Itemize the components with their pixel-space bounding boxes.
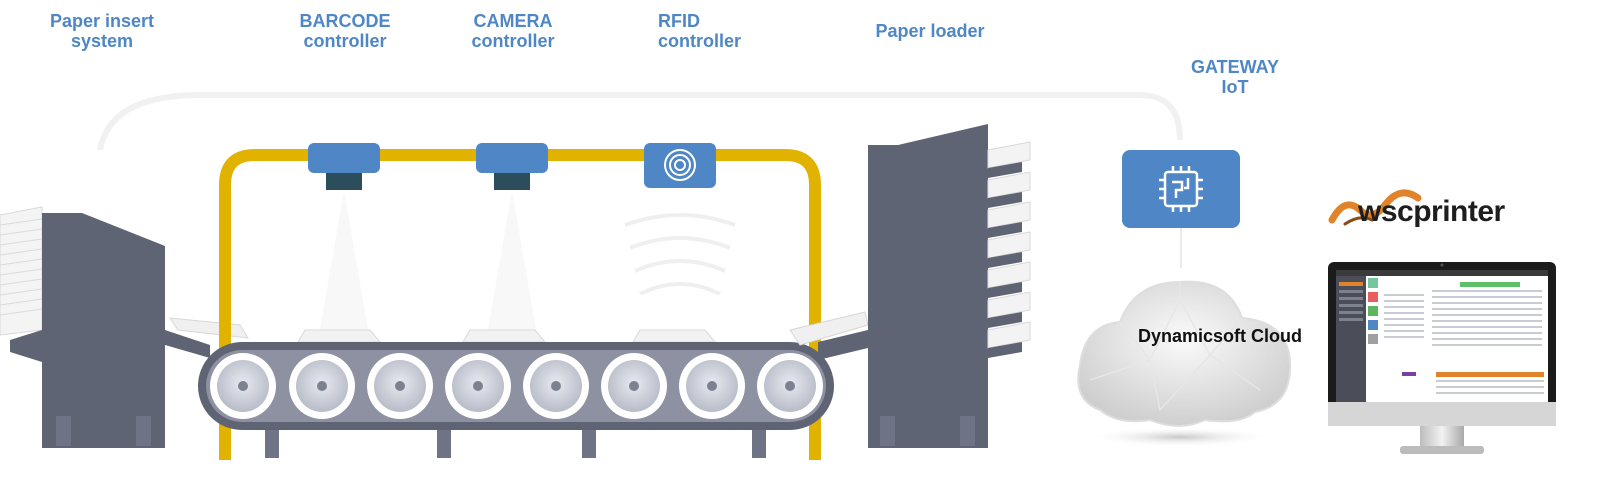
rfid-icon [664,149,696,181]
barcode-label-line1: BARCODE [299,11,391,31]
rfid-label: RFID controller [658,11,741,51]
rfid-device [624,143,736,296]
loader-shelf [988,162,1022,178]
roller [445,353,511,419]
paper-insert-machine [0,206,249,448]
camera-label: CAMERA controller [458,11,568,51]
brand-swoosh-icon [1328,189,1422,226]
loader-shelf [988,192,1022,208]
loader-paper-stack [987,321,1031,349]
camera-label-line1: CAMERA [473,11,553,31]
conveyor-legs [265,430,766,458]
gateway-label-line1: GATEWAY [1190,57,1279,77]
monitor-icon [1328,262,1556,454]
paper-insert-label: Paper insert system [42,11,162,51]
chip-icon [1159,166,1203,212]
loader-paper-stack [987,231,1031,259]
barcode-device [308,143,380,330]
loader-paper-stack [987,261,1031,289]
background-arc [97,92,1183,151]
gateway-label: GATEWAY IoT [1180,57,1290,97]
roller [523,353,589,419]
rfid-label-line2: controller [658,31,742,51]
roller [679,353,745,419]
camera-label-line2: controller [471,31,555,51]
brand-logo-text: wscprinter [1358,195,1505,228]
paper-loader-machine [789,124,1031,448]
paper-insert-label-line1: Paper insert [49,11,155,31]
loader-shelf [988,342,1022,358]
roller [210,353,276,419]
loader-paper-stack [987,201,1031,229]
loader-paper-stack [987,141,1031,169]
loader-shelf [988,282,1022,298]
barcode-label-line2: controller [303,31,387,51]
loader-shelf [988,222,1022,238]
cloud-label: Dynamicsoft Cloud [1137,326,1302,346]
camera-device [476,143,548,330]
loader-paper-stack [987,291,1031,319]
loader-shelf [988,252,1022,268]
conveyor-sheets [297,329,717,343]
paper-insert-label-line2: system [70,31,134,51]
roller [601,353,667,419]
rfid-label-line1: RFID [658,11,700,31]
roller [289,353,355,419]
conveyor-rollers [210,353,823,419]
barcode-label: BARCODE controller [290,11,400,51]
loader-paper-stack [987,171,1031,199]
gateway-device [1122,150,1240,268]
loader-shelf [988,312,1022,328]
gateway-label-line2: IoT [1221,77,1249,97]
paper-loader-label: Paper loader [875,21,985,41]
roller [757,353,823,419]
roller [367,353,433,419]
conveyor-belt [198,342,834,430]
cloud-icon [1077,280,1292,447]
